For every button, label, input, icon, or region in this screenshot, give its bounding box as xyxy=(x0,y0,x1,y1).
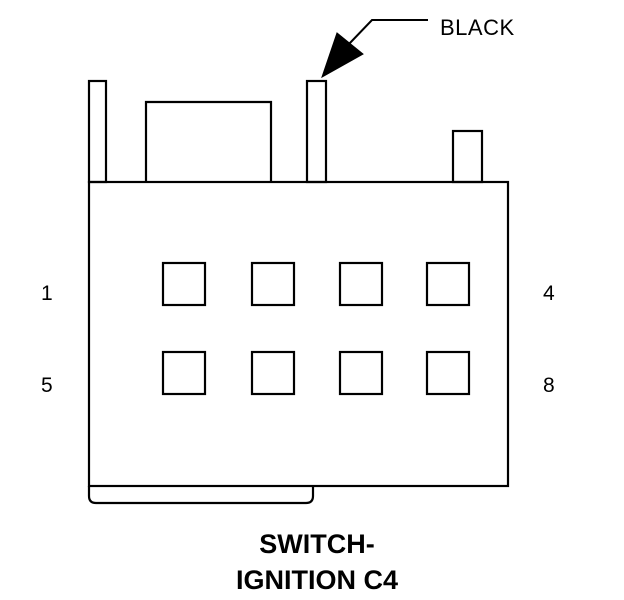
connector-body xyxy=(87,180,510,488)
cavity-4 xyxy=(425,261,471,307)
cavity-7 xyxy=(338,350,384,396)
cavity-5 xyxy=(161,350,207,396)
top-lock-tab xyxy=(144,100,273,182)
cavity-1 xyxy=(161,261,207,307)
cavity-6 xyxy=(250,350,296,396)
wire-color-label: BLACK xyxy=(440,15,515,40)
pin-label-8: 8 xyxy=(543,374,555,397)
cavity-8 xyxy=(425,350,471,396)
cavity-2 xyxy=(250,261,296,307)
pin-label-4: 4 xyxy=(543,282,555,305)
black-wire-post xyxy=(305,79,328,184)
pin-label-1: 1 xyxy=(41,282,53,305)
callout-leader-line xyxy=(348,19,428,45)
bottom-flange xyxy=(87,486,315,505)
pin-label-5: 5 xyxy=(41,374,53,397)
cavity-3 xyxy=(338,261,384,307)
black-wire-callout-leader xyxy=(321,19,428,79)
connector-caption-line2: IGNITION C4 xyxy=(235,565,398,595)
connector-caption-line1: SWITCH- xyxy=(259,529,375,559)
left-latch-post xyxy=(87,79,108,184)
cavity-grid xyxy=(161,261,471,396)
right-key-post xyxy=(451,129,484,184)
callout-arrowhead xyxy=(321,32,364,79)
